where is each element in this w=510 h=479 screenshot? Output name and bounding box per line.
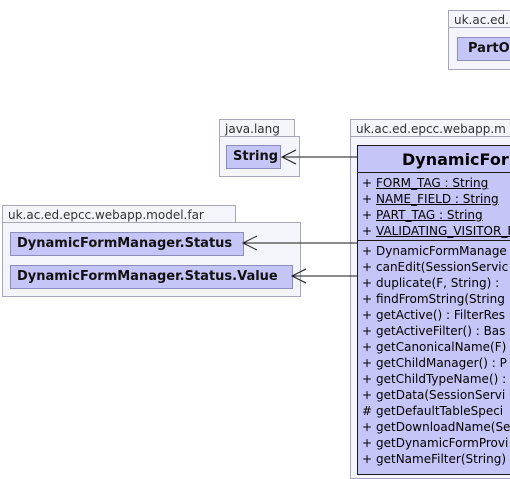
- visibility-marker: +: [362, 244, 373, 258]
- attribute-text: FORM_TAG : String: [376, 176, 489, 190]
- visibility-marker: +: [362, 324, 373, 338]
- visibility-marker: +: [362, 208, 373, 222]
- operation-row: +getCanonicalName(F): [358, 339, 510, 355]
- operation-text: getChildManager() : P: [376, 356, 507, 370]
- operation-row: +getData(SessionServi: [358, 387, 510, 403]
- visibility-marker: +: [362, 420, 373, 434]
- operation-text: getDefaultTableSpeci: [376, 404, 504, 418]
- class-status[interactable]: DynamicFormManager.Status: [10, 232, 244, 256]
- operation-row: +canEdit(SessionServic: [358, 259, 510, 275]
- class-dynamic-form-manager-title: DynamicForm: [358, 146, 510, 173]
- visibility-marker: +: [362, 388, 373, 402]
- visibility-marker: +: [362, 260, 373, 274]
- package-main-label: uk.ac.ed.epcc.webapp.m: [350, 119, 510, 137]
- operation-row: +getChildTypeName() :: [358, 371, 510, 387]
- attribute-text: PART_TAG : String: [376, 208, 483, 222]
- operation-text: duplicate(F, String) :: [376, 276, 500, 290]
- visibility-marker: #: [362, 404, 373, 418]
- visibility-marker: +: [362, 340, 373, 354]
- operation-row: +getActiveFilter() : Bas: [358, 323, 510, 339]
- visibility-marker: +: [362, 176, 373, 190]
- operations-section: +DynamicFormManage +canEdit(SessionServi…: [358, 241, 510, 467]
- attributes-section: +FORM_TAG : String +NAME_FIELD : String …: [358, 173, 510, 241]
- operation-text: findFromString(String: [376, 292, 505, 306]
- visibility-marker: +: [362, 308, 373, 322]
- operation-text: getCanonicalName(F): [376, 340, 507, 354]
- arrowhead-status-value: [290, 268, 307, 284]
- attribute-row: +PART_TAG : String: [358, 207, 510, 223]
- visibility-marker: +: [362, 372, 373, 386]
- class-part[interactable]: PartO: [457, 37, 510, 61]
- operation-row: +DynamicFormManage: [358, 243, 510, 259]
- package-model-far: uk.ac.ed.epcc.webapp.model.far DynamicFo…: [2, 205, 301, 297]
- attribute-text: NAME_FIELD : String: [376, 192, 499, 206]
- operation-row: +findFromString(String: [358, 291, 510, 307]
- attribute-row: +FORM_TAG : String: [358, 175, 510, 191]
- attribute-text: VALIDATING_VISITOR_F: [376, 224, 510, 238]
- arrowhead-status: [241, 235, 258, 251]
- operation-text: getChildTypeName() :: [376, 372, 507, 386]
- package-model-far-label: uk.ac.ed.epcc.webapp.model.far: [2, 205, 236, 223]
- visibility-marker: +: [362, 292, 373, 306]
- visibility-marker: +: [362, 192, 373, 206]
- operation-row: +getDynamicFormProvi: [358, 435, 510, 451]
- package-top-right-label: uk.ac.ed.: [448, 10, 510, 28]
- operation-row: +getActive() : FilterRes: [358, 307, 510, 323]
- operation-row: +duplicate(F, String) :: [358, 275, 510, 291]
- class-status-value[interactable]: DynamicFormManager.Status.Value: [10, 265, 293, 289]
- operation-row: #getDefaultTableSpeci: [358, 403, 510, 419]
- arrowhead-string: [280, 149, 297, 165]
- operation-row: +getDownloadName(Se: [358, 419, 510, 435]
- package-java-lang-label: java.lang: [219, 119, 295, 137]
- operation-text: getActive() : FilterRes: [376, 308, 506, 322]
- visibility-marker: +: [362, 224, 373, 238]
- class-string[interactable]: String: [226, 145, 281, 169]
- visibility-marker: +: [362, 276, 373, 290]
- operation-text: canEdit(SessionServic: [376, 260, 509, 274]
- operation-text: getActiveFilter() : Bas: [376, 324, 506, 338]
- attribute-row: +VALIDATING_VISITOR_F: [358, 223, 510, 239]
- operation-text: DynamicFormManage: [376, 244, 507, 258]
- visibility-marker: +: [362, 356, 373, 370]
- visibility-marker: +: [362, 452, 373, 466]
- operation-text: getData(SessionServi: [376, 388, 506, 402]
- package-java-lang: java.lang String: [219, 119, 300, 177]
- operation-text: getDownloadName(Se: [376, 420, 510, 434]
- class-dynamic-form-manager[interactable]: DynamicForm +FORM_TAG : String +NAME_FIE…: [357, 145, 510, 475]
- package-top-right: uk.ac.ed. PartO: [448, 10, 510, 70]
- operation-row: +getChildManager() : P: [358, 355, 510, 371]
- attribute-row: +NAME_FIELD : String: [358, 191, 510, 207]
- association-arrows: [241, 149, 357, 284]
- operation-text: getDynamicFormProvi: [376, 436, 509, 450]
- visibility-marker: +: [362, 436, 373, 450]
